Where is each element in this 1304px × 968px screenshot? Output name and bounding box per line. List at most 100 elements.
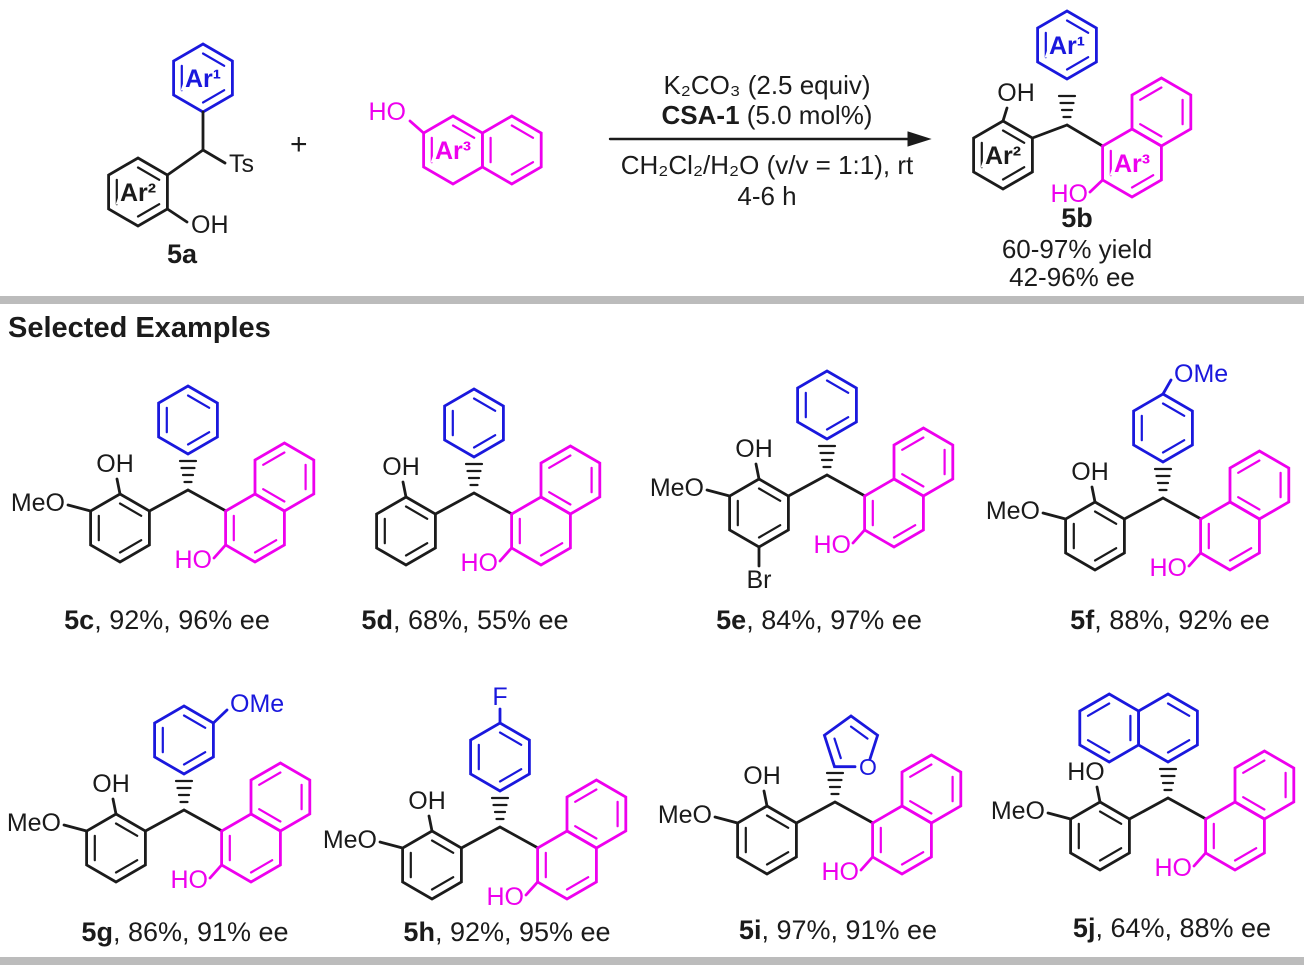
- oh-label: OH: [997, 79, 1035, 107]
- condition-line-4: 4-6 h: [737, 181, 797, 211]
- structure-5j: HO MeO HO: [991, 692, 1296, 882]
- hash-wedge: [1057, 94, 1077, 119]
- compound-result: , 84%, 97% ee: [746, 605, 922, 635]
- caption-5f: 5f, 88%, 92% ee: [1070, 605, 1270, 636]
- condition-line-1: K₂CO₃ (2.5 equiv): [663, 70, 871, 100]
- hash-wedge: [1158, 767, 1178, 792]
- ome-label: OMe: [1174, 360, 1228, 388]
- condition-line-2: CSA-1 (5.0 mol%): [592, 100, 942, 131]
- hash-wedge: [464, 462, 484, 487]
- meo-label: MeO: [7, 809, 61, 837]
- naphthol-rings: HO: [822, 753, 963, 886]
- compound-id: 5j: [1072, 913, 1096, 943]
- naphthol-rings: HO: [814, 426, 955, 559]
- ar1-ring: Ar¹: [172, 42, 234, 114]
- structure-naphthol-reagent: HO Ar³: [369, 98, 543, 186]
- ar2-core: Ar² OH: [972, 79, 1104, 191]
- ho-label: HO: [175, 546, 213, 574]
- compound-id-5b: 5b: [1061, 203, 1093, 233]
- oh-label: OH: [191, 211, 229, 239]
- ho-label: HO: [814, 531, 852, 559]
- hash-wedge: [817, 444, 837, 469]
- ar3-label: Ar³: [435, 137, 471, 165]
- hash-wedge: [1153, 467, 1173, 492]
- compound-result: , 97%, 91% ee: [761, 915, 938, 945]
- catalyst-name: CSA-1: [661, 100, 740, 130]
- oh-label: OH: [408, 787, 446, 815]
- compound-id: 5c: [64, 605, 95, 635]
- compound-result: , 86%, 91% ee: [112, 917, 289, 947]
- naphthol-rings: HO: [1155, 749, 1296, 882]
- oh-label: OH: [96, 450, 134, 478]
- ar3-label: Ar³: [1114, 150, 1150, 178]
- phenyl-ring: [796, 369, 858, 441]
- section-title: Selected Examples: [8, 312, 271, 344]
- compound-id-5a: 5a: [167, 239, 198, 269]
- ome-label: OMe: [230, 690, 284, 718]
- meo-label: MeO: [986, 497, 1040, 525]
- structure-5b: Ar¹ Ar² OH HO Ar³: [972, 9, 1193, 208]
- ar1-label: Ar¹: [185, 65, 221, 93]
- caption-5c: 5c, 92%, 96% ee: [64, 605, 270, 636]
- oh-label: OH: [743, 762, 781, 790]
- structure-5h: OH MeO F HO: [323, 683, 628, 911]
- catalyst-loading: (5.0 mol%): [739, 100, 873, 130]
- ts-label: Ts: [229, 150, 254, 178]
- oh-label: OH: [382, 453, 420, 481]
- hash-wedge: [490, 796, 510, 821]
- ar1-ring: Ar¹: [1036, 9, 1098, 81]
- structure-5a: Ar¹ Ar² Ts OH 5a: [107, 42, 254, 269]
- br-label: Br: [747, 566, 772, 594]
- ar2-core: Ar² Ts OH 5a: [107, 110, 254, 269]
- compound-id: 5g: [81, 917, 113, 947]
- ho-label: HO: [487, 883, 525, 911]
- compound-id: 5f: [1070, 605, 1095, 635]
- oh-label: OH: [1071, 458, 1109, 486]
- naphthol-rings: HO: [171, 761, 312, 894]
- reaction-arrow: [608, 131, 932, 147]
- ee-range: 42-96% ee: [1009, 262, 1135, 292]
- ho-label: HO: [1155, 854, 1193, 882]
- compound-result: , 64%, 88% ee: [1095, 913, 1272, 943]
- compound-result: , 88%, 92% ee: [1094, 605, 1270, 635]
- oh-label: OH: [735, 435, 773, 463]
- methoxyphenyl-ring: OMe: [1132, 360, 1228, 464]
- naphthol-rings: HO Ar³: [369, 98, 543, 186]
- structure-5e: OH MeO Br HO: [650, 369, 955, 594]
- compound-result: , 68%, 55% ee: [392, 605, 569, 635]
- naphthol-rings: HO: [1150, 449, 1291, 582]
- compound-id: 5d: [361, 605, 393, 635]
- hash-wedge: [178, 459, 198, 484]
- fluorophenyl-ring: F: [469, 683, 531, 793]
- caption-5i: 5i, 97%, 91% ee: [739, 915, 937, 946]
- top-divider: [0, 296, 1304, 304]
- compound-id: 5i: [738, 915, 762, 945]
- compound-id: 5h: [403, 917, 435, 947]
- ho-label: HO: [171, 866, 209, 894]
- methoxyphenyl-ring: OMe: [153, 690, 284, 776]
- caption-5j: 5j, 64%, 88% ee: [1073, 913, 1271, 944]
- meo-label: MeO: [991, 797, 1045, 825]
- ho-label: HO: [822, 858, 860, 886]
- compound-result: , 92%, 95% ee: [434, 917, 611, 947]
- naphthol-rings: HO: [175, 441, 316, 574]
- caption-5h: 5h, 92%, 95% ee: [403, 917, 610, 948]
- structure-5g: OH MeO OMe HO: [7, 690, 312, 894]
- ar2-label: Ar²: [985, 142, 1021, 170]
- ar2-label: Ar²: [120, 179, 156, 207]
- phenyl-ring: [157, 384, 219, 456]
- condition-line-3: CH₂Cl₂/H₂O (v/v = 1:1), rt: [620, 150, 914, 180]
- f-label: F: [492, 683, 507, 711]
- ho-label: HO: [461, 549, 499, 577]
- oh-label: HO: [1067, 758, 1105, 786]
- hash-wedge: [174, 779, 194, 804]
- caption-5g: 5g, 86%, 91% ee: [81, 917, 288, 948]
- o-label: O: [859, 754, 877, 780]
- hash-wedge: [825, 771, 845, 796]
- structure-5i: OH MeO O HO: [658, 714, 963, 886]
- meo-label: MeO: [323, 826, 377, 854]
- structure-5d: OH HO: [375, 387, 602, 577]
- meo-label: MeO: [650, 474, 704, 502]
- compound-id: 5e: [716, 605, 747, 635]
